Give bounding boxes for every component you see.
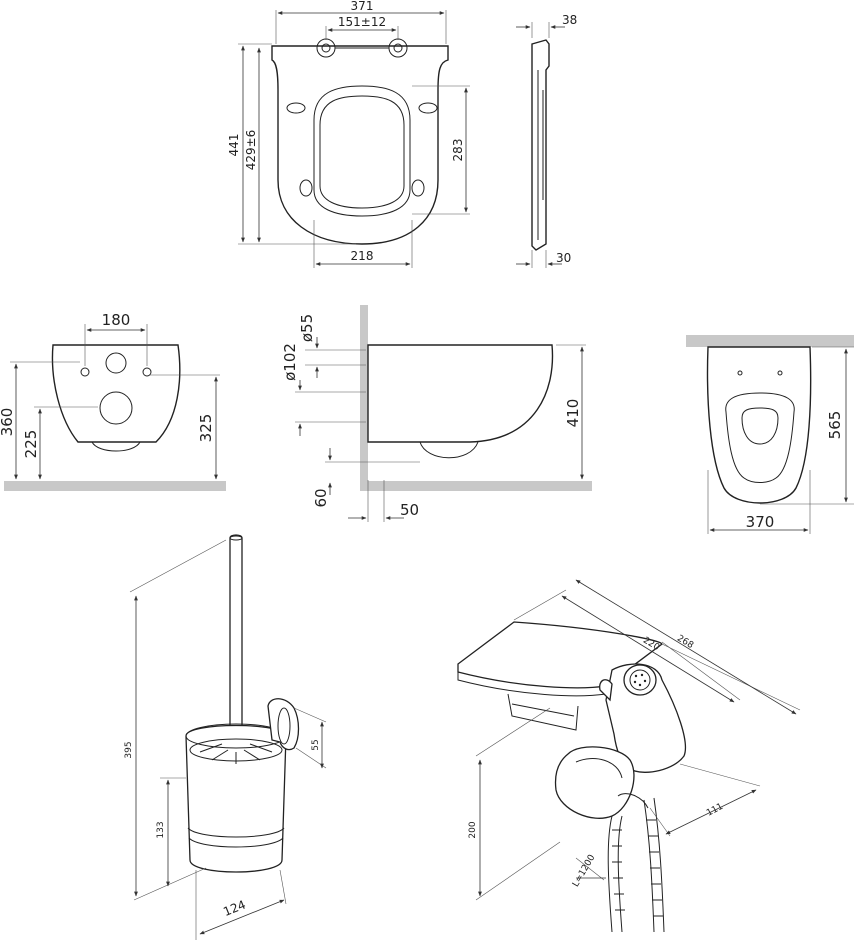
shower-height-label: 200 <box>468 821 478 838</box>
bowl-top-view: 565 370 <box>686 335 854 534</box>
opening-length-label: 283 <box>451 139 465 162</box>
seat-hinge-length-label: 429±6 <box>244 130 258 171</box>
seat-thickness-bottom-label: 30 <box>556 251 571 265</box>
outlet-height-label: 225 <box>22 430 40 459</box>
bowl-width-label: 370 <box>746 513 775 531</box>
hygienic-shower-view: 220 268 200 L=1200 111 <box>457 579 801 933</box>
bolt-spacing-label: 180 <box>102 311 131 329</box>
seat-top-view: 371 151±12 441 429±6 283 218 <box>227 0 470 268</box>
opening-width-label: 218 <box>351 249 374 263</box>
seat-length-label: 441 <box>227 134 241 157</box>
bowl-length-label: 565 <box>826 411 844 440</box>
hose-length-label: L=1200 <box>571 853 598 889</box>
bracket-width-label: 111 <box>705 802 725 819</box>
outlet-diameter-label: ø102 <box>281 343 299 381</box>
holder-diameter-label: 124 <box>221 898 247 920</box>
bowl-height-label: 325 <box>197 414 215 443</box>
wall-gap-label: 60 <box>312 488 330 507</box>
outlet-offset-label: 50 <box>400 501 419 519</box>
holder-height-label: 133 <box>156 821 166 838</box>
bowl-back-view: 180 360 225 325 <box>0 311 226 491</box>
seat-side-view: 38 30 <box>516 13 577 268</box>
brush-total-height-label: 395 <box>124 741 134 758</box>
seat-thickness-top-label: 38 <box>562 13 577 27</box>
bowl-side-height-label: 410 <box>564 399 582 428</box>
seat-width-label: 371 <box>351 0 374 13</box>
bracket-size-label: 55 <box>311 739 321 750</box>
hinge-spacing-label: 151±12 <box>338 15 386 29</box>
brush-holder-view: 395 133 124 55 <box>124 534 327 940</box>
inlet-diameter-label: ø55 <box>298 314 316 342</box>
bowl-side-view: ø55 ø102 410 60 50 <box>281 305 592 522</box>
shelf-width-label: 268 <box>675 634 695 652</box>
bolt-height-label: 360 <box>0 408 16 437</box>
